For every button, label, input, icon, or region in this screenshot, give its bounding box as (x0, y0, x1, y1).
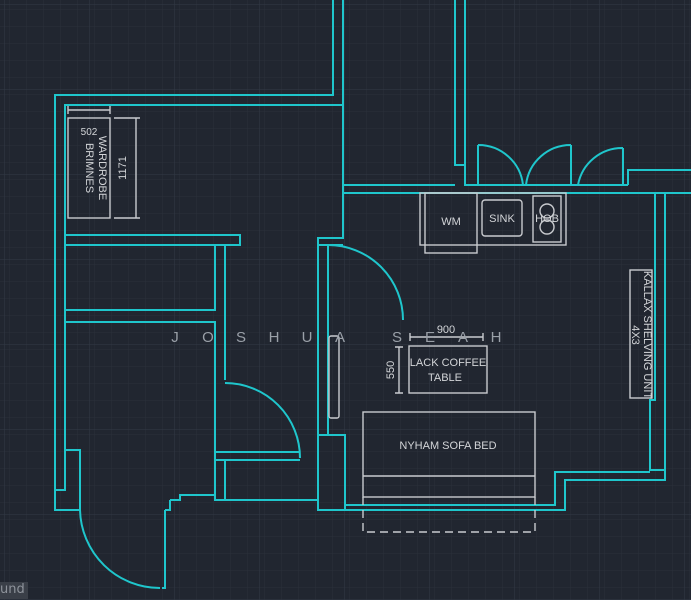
wall-shelf (328, 335, 340, 419)
watermark-letter: S (236, 329, 246, 346)
watermark-letter: H (269, 329, 280, 346)
kitchen-counter (419, 192, 567, 254)
watermark-letter: J (171, 329, 179, 346)
doors (79, 143, 628, 589)
washing-machine-label: WM (441, 216, 461, 228)
coffee-table-label-line1: LACK COFFEE (410, 357, 486, 369)
shelving-label-line1: KALLAX SHELVING UNIT (641, 271, 653, 399)
wardrobe-label-line2: WARDROBE (96, 136, 108, 200)
shelving-label-line2: 4X3 (629, 325, 641, 345)
watermark-letter: A (458, 329, 468, 346)
hob-label: HOB (535, 213, 559, 225)
watermark-letter: U (302, 329, 313, 346)
watermark-letter: E (425, 329, 435, 346)
coffee-table-label-line2: TABLE (428, 372, 462, 384)
wardrobe-label-line1: BRIMNES (83, 143, 95, 193)
coffee-table (395, 333, 488, 394)
sofa-bed-label: NYHAM SOFA BED (399, 440, 496, 452)
status-bar-text: und (0, 582, 28, 599)
watermark-letter: A (335, 329, 345, 346)
sink-label: SINK (489, 213, 515, 225)
wardrobe-length-dimension: 1171 (117, 156, 129, 180)
watermark-letter: H (491, 329, 502, 346)
sofa-bed (362, 411, 536, 533)
watermark-letter: S (392, 329, 402, 346)
watermark-letter: O (202, 329, 214, 346)
coffee-table-width-dimension: 900 (437, 324, 455, 336)
wardrobe-width-dimension: 502 (81, 127, 98, 138)
coffee-table-depth-dimension: 550 (385, 361, 397, 379)
kallax-shelving-unit (629, 269, 653, 399)
wardrobe (67, 106, 140, 219)
